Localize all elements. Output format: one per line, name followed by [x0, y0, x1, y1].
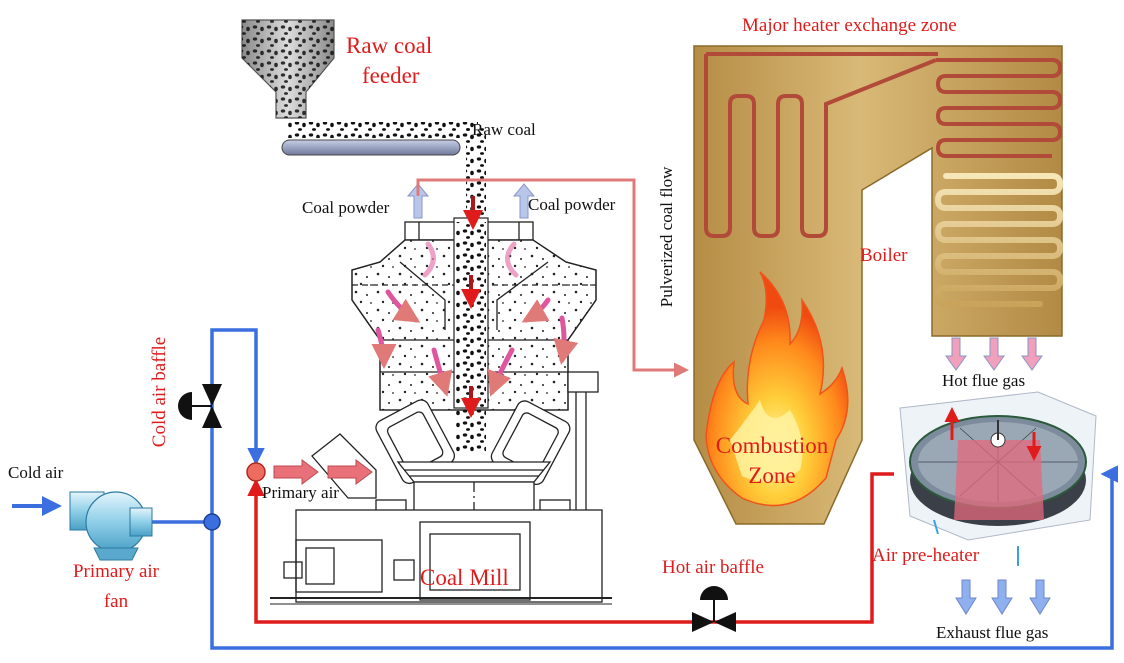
pulverized-coal-flow-line [416, 178, 689, 378]
air-mixing-junction [246, 462, 266, 482]
cold-air-label: Cold air [8, 463, 64, 482]
cold-air-baffle-valve [178, 384, 222, 428]
combustion-zone-label-line2: Zone [748, 463, 796, 488]
hot-air-baffle-label: Hot air baffle [662, 557, 764, 578]
major-heater-exchange-zone-label: Major heater exchange zone [742, 15, 957, 36]
hot-flue-gas-label: Hot flue gas [942, 371, 1026, 390]
exhaust-flue-gas-arrows [955, 579, 1051, 615]
raw-coal-feeder-label-line2: feeder [362, 63, 420, 88]
hot-air-baffle-valve [692, 586, 736, 632]
pulverized-coal-flow-label: Pulverized coal flow [657, 166, 677, 308]
boiler-economizer-coils [934, 173, 1064, 307]
cold-air-baffle-label: Cold air baffle [149, 336, 171, 448]
combustion-flame [705, 271, 849, 507]
primary-air-fan-label-line2: fan [103, 591, 129, 612]
air-pre-heater [899, 391, 1097, 566]
coal-powder-left-label: Coal powder [302, 198, 390, 217]
coal-mill-drawing [270, 217, 612, 605]
hot-air-line [247, 472, 894, 624]
exhaust-flue-gas-label: Exhaust flue gas [936, 623, 1049, 642]
primary-air-fan [69, 491, 153, 561]
raw-coal-label: Raw coal [472, 120, 536, 139]
raw-coal-feeder [241, 19, 335, 119]
coal-mill-label: Coal Mill [420, 565, 509, 590]
primary-air-label: Primary air [262, 483, 339, 502]
combustion-zone-label-line1: Combustion [715, 433, 829, 458]
coal-powder-right-label: Coal powder [528, 195, 616, 214]
cold-air-junction [203, 513, 221, 531]
primary-air-arrows [273, 459, 373, 485]
mill-airflow-arrows [371, 241, 579, 397]
hot-flue-gas-arrows [945, 337, 1043, 371]
primary-air-fan-label-line1: Primary air [72, 561, 159, 582]
boiler-label: Boiler [860, 245, 908, 266]
coal-flow-arrows [461, 196, 483, 418]
air-pre-heater-label: Air pre-heater [872, 545, 980, 566]
coal-powder-outlet-arrows [406, 183, 536, 219]
boiler-tube-coils [704, 52, 1063, 238]
raw-coal-feeder-label-line1: Raw coal [346, 33, 433, 58]
